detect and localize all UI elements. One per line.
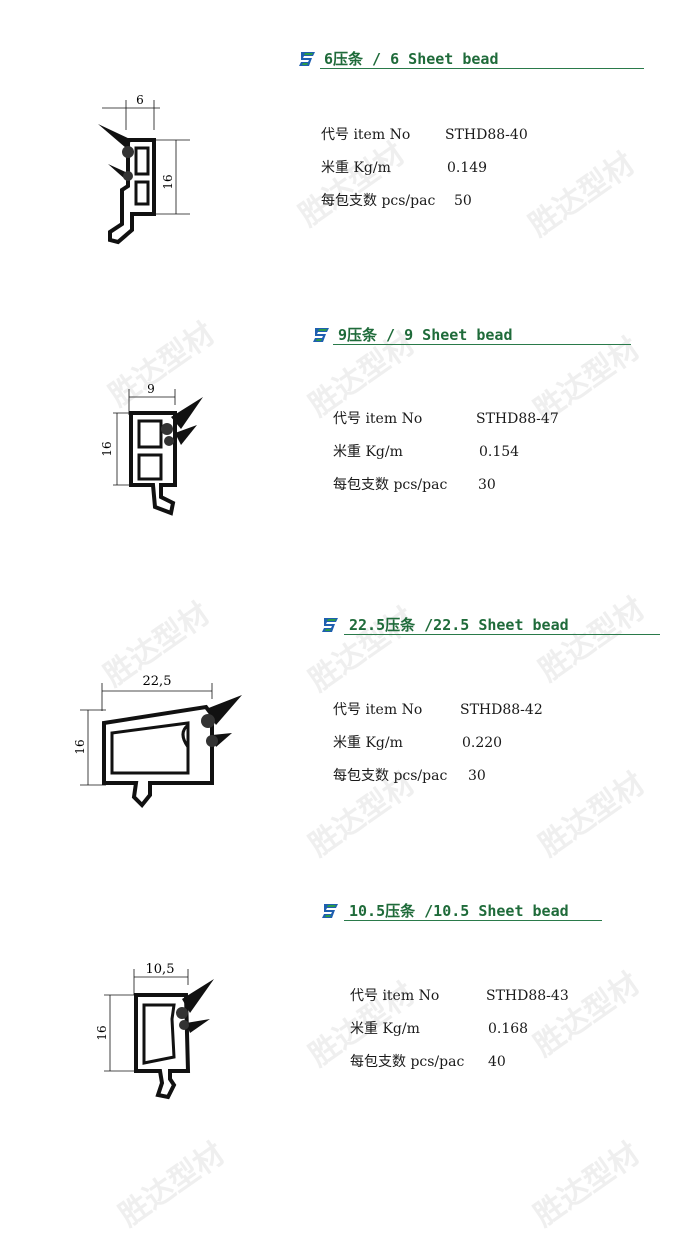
product-title: 22.5压条 /22.5 Sheet bead xyxy=(321,614,569,635)
dim-width-label: 6 xyxy=(136,93,144,107)
company-logo-icon xyxy=(313,327,329,342)
dim-height-label: 16 xyxy=(100,441,114,456)
spec-label: 米重 Kg/m xyxy=(333,735,403,751)
product-title-text: 9压条 / 9 Sheet bead xyxy=(338,326,513,344)
spec-row: 米重 Kg/m 0.154 xyxy=(333,436,559,469)
title-underline xyxy=(333,344,631,345)
watermark: 胜达型材 xyxy=(532,591,652,689)
spec-value: STHD88-43 xyxy=(486,988,569,1004)
product-specs: 代号 item No STHD88-43 米重 Kg/m 0.168 每包支数 pc… xyxy=(350,980,569,1079)
profile-drawing: 6 16 xyxy=(98,93,190,245)
dim-width-label: 22,5 xyxy=(143,674,172,689)
spec-value: 30 xyxy=(468,768,486,784)
dim-width-label: 10,5 xyxy=(146,962,175,977)
spec-row: 每包支数 pcs/pac 30 xyxy=(333,760,543,793)
spec-row: 代号 item No STHD88-43 xyxy=(350,980,569,1013)
spec-value: STHD88-47 xyxy=(476,411,559,427)
spec-row: 米重 Kg/m 0.149 xyxy=(321,152,528,185)
title-underline xyxy=(344,920,602,921)
product-title-text: 22.5压条 /22.5 Sheet bead xyxy=(349,616,569,634)
spec-label: 每包支数 pcs/pac xyxy=(333,768,448,784)
spec-value: STHD88-40 xyxy=(445,127,528,143)
spec-row: 米重 Kg/m 0.220 xyxy=(333,727,543,760)
spec-value: 0.168 xyxy=(488,1021,529,1037)
spec-row: 米重 Kg/m 0.168 xyxy=(350,1013,569,1046)
spec-value: 0.154 xyxy=(479,444,520,460)
spec-row: 代号 item No STHD88-42 xyxy=(333,694,543,727)
spec-label: 代号 item No xyxy=(333,702,423,718)
company-logo-icon xyxy=(322,617,338,632)
spec-row: 每包支数 pcs/pac 40 xyxy=(350,1046,569,1079)
spec-value: 30 xyxy=(478,477,496,493)
spec-value: 50 xyxy=(454,193,472,209)
spec-label: 米重 Kg/m xyxy=(321,160,391,176)
product-specs: 代号 item No STHD88-47 米重 Kg/m 0.154 每包支数 pc… xyxy=(333,403,559,502)
spec-row: 代号 item No STHD88-47 xyxy=(333,403,559,436)
product-title-text: 10.5压条 /10.5 Sheet bead xyxy=(349,902,569,920)
watermark: 胜达型材 xyxy=(112,1136,232,1234)
watermark: 胜达型材 xyxy=(532,766,652,864)
product-specs: 代号 item No STHD88-40 米重 Kg/m 0.149 每包支数 pc… xyxy=(321,119,528,218)
spec-value: 40 xyxy=(488,1054,506,1070)
product-title-text: 6压条 / 6 Sheet bead xyxy=(324,50,499,68)
product-title: 6压条 / 6 Sheet bead xyxy=(298,48,499,69)
dim-height-label: 16 xyxy=(73,739,87,754)
product-title: 9压条 / 9 Sheet bead xyxy=(312,324,513,345)
spec-label: 米重 Kg/m xyxy=(350,1021,420,1037)
dim-width-label: 9 xyxy=(147,382,155,396)
watermark: 胜达型材 xyxy=(302,601,422,699)
spec-row: 每包支数 pcs/pac 30 xyxy=(333,469,559,502)
spec-value: STHD88-42 xyxy=(460,702,543,718)
watermark: 胜达型材 xyxy=(522,146,642,244)
spec-value: 0.149 xyxy=(447,160,488,176)
spec-label: 每包支数 pcs/pac xyxy=(350,1054,465,1070)
spec-label: 米重 Kg/m xyxy=(333,444,403,460)
profile-drawing: 22,5 16 xyxy=(73,674,242,808)
watermark: 胜达型材 xyxy=(527,1136,647,1234)
company-logo-icon xyxy=(299,51,315,66)
company-logo-icon xyxy=(322,903,338,918)
spec-value: 0.220 xyxy=(462,735,503,751)
spec-label: 每包支数 pcs/pac xyxy=(321,193,436,209)
title-underline xyxy=(320,68,644,69)
spec-label: 代号 item No xyxy=(350,988,440,1004)
spec-label: 代号 item No xyxy=(321,127,411,143)
product-title: 10.5压条 /10.5 Sheet bead xyxy=(321,900,569,921)
title-underline xyxy=(344,634,660,635)
spec-row: 代号 item No STHD88-40 xyxy=(321,119,528,152)
spec-label: 代号 item No xyxy=(333,411,423,427)
dim-height-label: 16 xyxy=(95,1025,109,1040)
product-specs: 代号 item No STHD88-42 米重 Kg/m 0.220 每包支数 pc… xyxy=(333,694,543,793)
dim-height-label: 16 xyxy=(161,174,175,189)
spec-label: 每包支数 pcs/pac xyxy=(333,477,448,493)
profile-drawing: 10,5 16 xyxy=(95,962,214,1100)
spec-row: 每包支数 pcs/pac 50 xyxy=(321,185,528,218)
profile-drawing: 9 16 xyxy=(100,382,203,516)
